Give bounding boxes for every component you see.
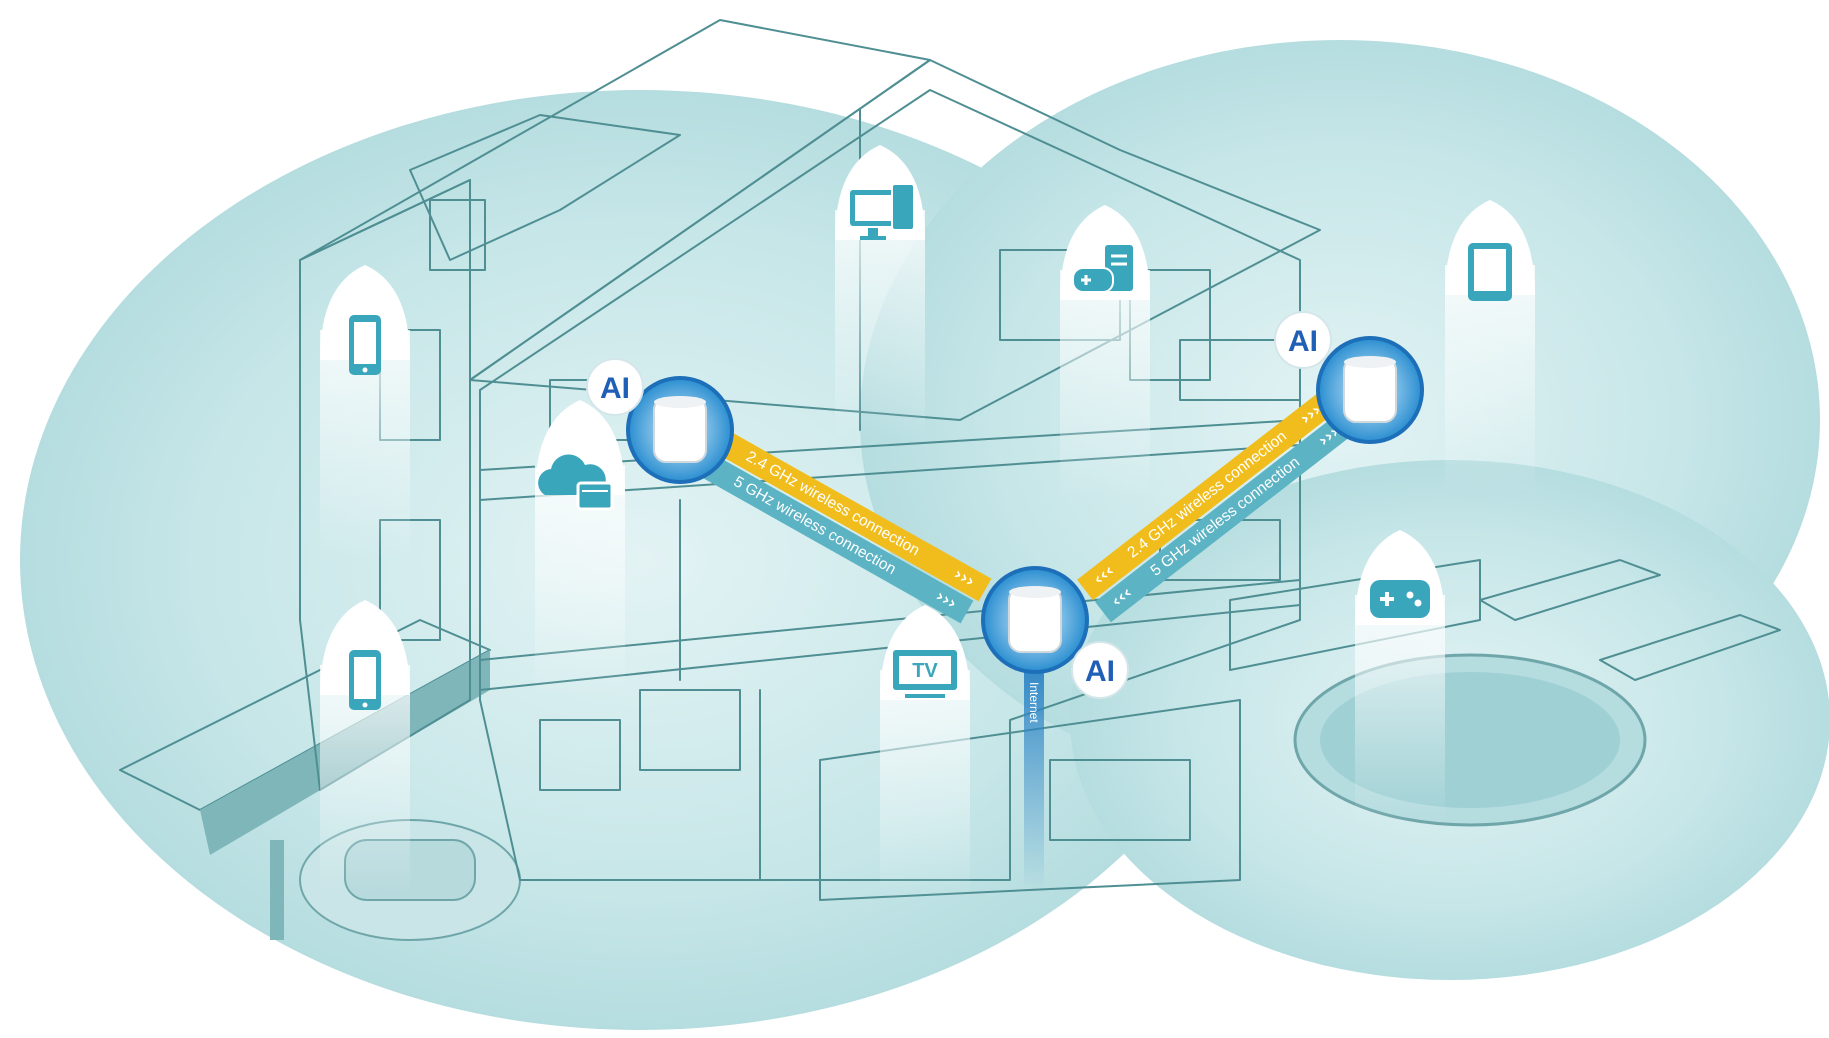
desktop-monitor-icon [835, 145, 925, 440]
ai-badge-text: AI [1288, 325, 1318, 358]
router-left: AI [586, 358, 734, 484]
tablet-icon [1445, 200, 1535, 495]
router-center: AI [981, 566, 1129, 699]
device-icons: TV [320, 145, 1535, 900]
game-console-icon [1060, 205, 1150, 500]
gamepad-icon [1355, 530, 1445, 825]
router-right: AI [1274, 311, 1424, 444]
internet-label: Internet [1027, 682, 1041, 723]
phone-icon [320, 265, 410, 560]
tv-icon-label: TV [912, 660, 938, 682]
router-left-ai-badge: AI [586, 358, 644, 416]
mesh-routers: AI AI AI [586, 311, 1424, 699]
tv-icon: TV [880, 605, 970, 900]
router-center-ai-badge: AI [1071, 641, 1129, 699]
cloud-folder-icon [535, 400, 625, 695]
router-right-ai-badge: AI [1274, 311, 1332, 369]
internet-uplink: Internet [1024, 660, 1044, 890]
ai-badge-text: AI [1085, 655, 1115, 688]
ai-badge-text: AI [600, 372, 630, 405]
phone-icon [320, 600, 410, 895]
